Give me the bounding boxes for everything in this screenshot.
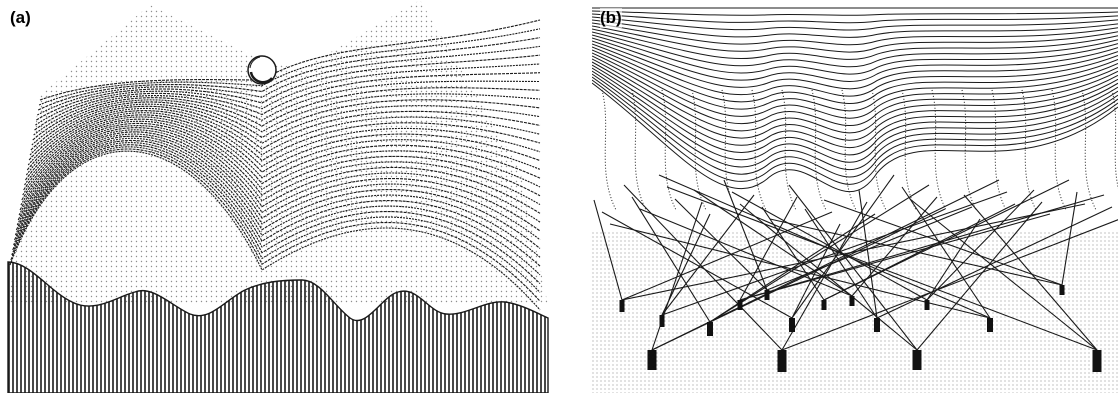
panel-a-landscape: (a) [0, 0, 560, 393]
gene-peg [778, 350, 787, 372]
underside-shading [932, 90, 946, 210]
underside-line [592, 83, 1118, 192]
gene-peg [1093, 350, 1102, 372]
ball-icon [248, 56, 276, 84]
underside-shading [662, 90, 676, 210]
underside-shading [842, 90, 856, 210]
gene-peg [660, 315, 665, 327]
gene-peg [987, 318, 993, 332]
gene-peg [738, 300, 743, 310]
underside-line [592, 11, 1118, 15]
panel-b-label: (b) [600, 8, 622, 28]
gene-peg [707, 322, 713, 336]
gene-peg [648, 350, 657, 370]
landscape-drawing [0, 0, 560, 393]
gene-peg [874, 318, 880, 332]
gene-peg [765, 290, 770, 300]
gene-peg [789, 318, 795, 332]
panel-a-label: (a) [10, 8, 31, 28]
gene-peg [620, 300, 625, 312]
gene-peg [1060, 285, 1065, 295]
gene-peg [850, 296, 855, 306]
gene-peg [913, 350, 922, 370]
gene-network-drawing [592, 0, 1118, 393]
panel-b-gene-network: (b) [592, 0, 1118, 393]
gene-peg [822, 300, 827, 310]
underside-shading [992, 90, 1006, 210]
gene-peg [925, 300, 930, 310]
underside-shading [602, 90, 616, 210]
